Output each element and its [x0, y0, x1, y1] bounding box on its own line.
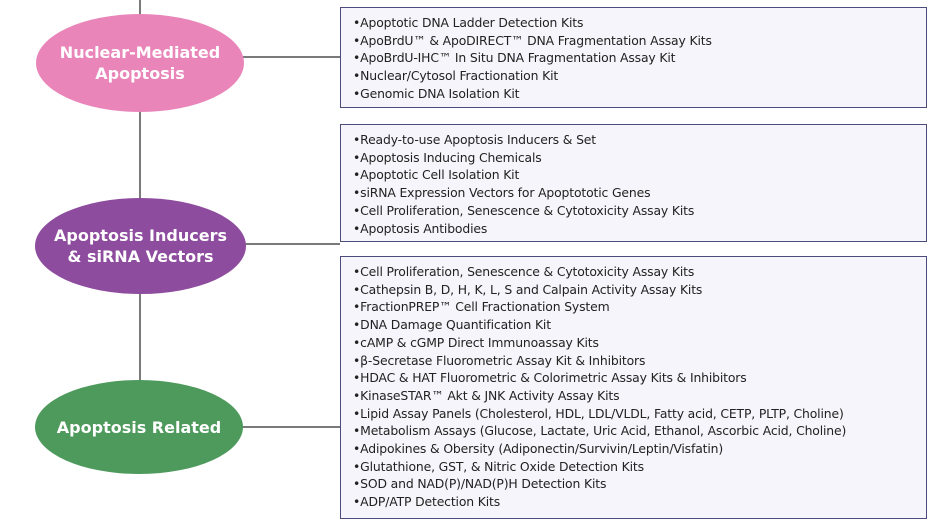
connector-nuclear	[230, 56, 340, 58]
list-item: Lipid Assay Panels (Cholesterol, HDL, LD…	[353, 405, 918, 423]
list-item: siRNA Expression Vectors for Apoptototic…	[353, 184, 918, 202]
list-item: ADP/ATP Detection Kits	[353, 493, 918, 511]
list-item: Ready-to-use Apoptosis Inducers & Set	[353, 131, 918, 149]
list-item: KinaseSTAR™ Akt & JNK Activity Assay Kit…	[353, 387, 918, 405]
list-item: Genomic DNA Isolation Kit	[353, 85, 918, 103]
list-item: cAMP & cGMP Direct Immunoassay Kits	[353, 334, 918, 352]
list-related-products: Cell Proliferation, Senescence & Cytotox…	[353, 263, 918, 511]
list-item: Apoptosis Antibodies	[353, 220, 918, 238]
list-item: FractionPREP™ Cell Fractionation System	[353, 298, 918, 316]
list-item: Glutathione, GST, & Nitric Oxide Detecti…	[353, 458, 918, 476]
list-item: HDAC & HAT Fluorometric & Colorimetric A…	[353, 369, 918, 387]
box-related-products: Cell Proliferation, Senescence & Cytotox…	[340, 256, 927, 519]
list-item: Cathepsin B, D, H, K, L, S and Calpain A…	[353, 281, 918, 299]
list-item: Nuclear/Cytosol Fractionation Kit	[353, 67, 918, 85]
list-item: ApoBrdU™ & ApoDIRECT™ DNA Fragmentation …	[353, 32, 918, 50]
box-nuclear-products: Apoptotic DNA Ladder Detection Kits ApoB…	[340, 7, 927, 108]
list-item: Apoptotic DNA Ladder Detection Kits	[353, 14, 918, 32]
list-nuclear-products: Apoptotic DNA Ladder Detection Kits ApoB…	[353, 14, 918, 103]
connector-inducers	[244, 243, 340, 245]
oval-apoptosis-inducers: Apoptosis Inducers & siRNA Vectors	[35, 198, 246, 294]
list-item: Cell Proliferation, Senescence & Cytotox…	[353, 202, 918, 220]
oval-apoptosis-related: Apoptosis Related	[35, 380, 243, 474]
list-item: SOD and NAD(P)/NAD(P)H Detection Kits	[353, 475, 918, 493]
oval-label-related: Apoptosis Related	[56, 417, 222, 437]
list-item: Metabolism Assays (Glucose, Lactate, Uri…	[353, 422, 918, 440]
list-item: Adipokines & Obersity (Adiponectin/Survi…	[353, 440, 918, 458]
oval-label-inducers: Apoptosis Inducers & siRNA Vectors	[54, 226, 227, 266]
oval-nuclear-mediated-apoptosis: Nuclear-Mediated Apoptosis	[36, 14, 244, 112]
list-item: Apoptotic Cell Isolation Kit	[353, 166, 918, 184]
list-item: ApoBrdU-IHC™ In Situ DNA Fragmentation A…	[353, 49, 918, 67]
list-inducers-products: Ready-to-use Apoptosis Inducers & Set Ap…	[353, 131, 918, 237]
connector-related	[238, 426, 340, 428]
list-item: Cell Proliferation, Senescence & Cytotox…	[353, 263, 918, 281]
oval-label-nuclear: Nuclear-Mediated Apoptosis	[59, 43, 221, 83]
list-item: DNA Damage Quantification Kit	[353, 316, 918, 334]
list-item: Apoptosis Inducing Chemicals	[353, 149, 918, 167]
list-item: β-Secretase Fluorometric Assay Kit & Inh…	[353, 352, 918, 370]
box-inducers-products: Ready-to-use Apoptosis Inducers & Set Ap…	[340, 124, 927, 242]
